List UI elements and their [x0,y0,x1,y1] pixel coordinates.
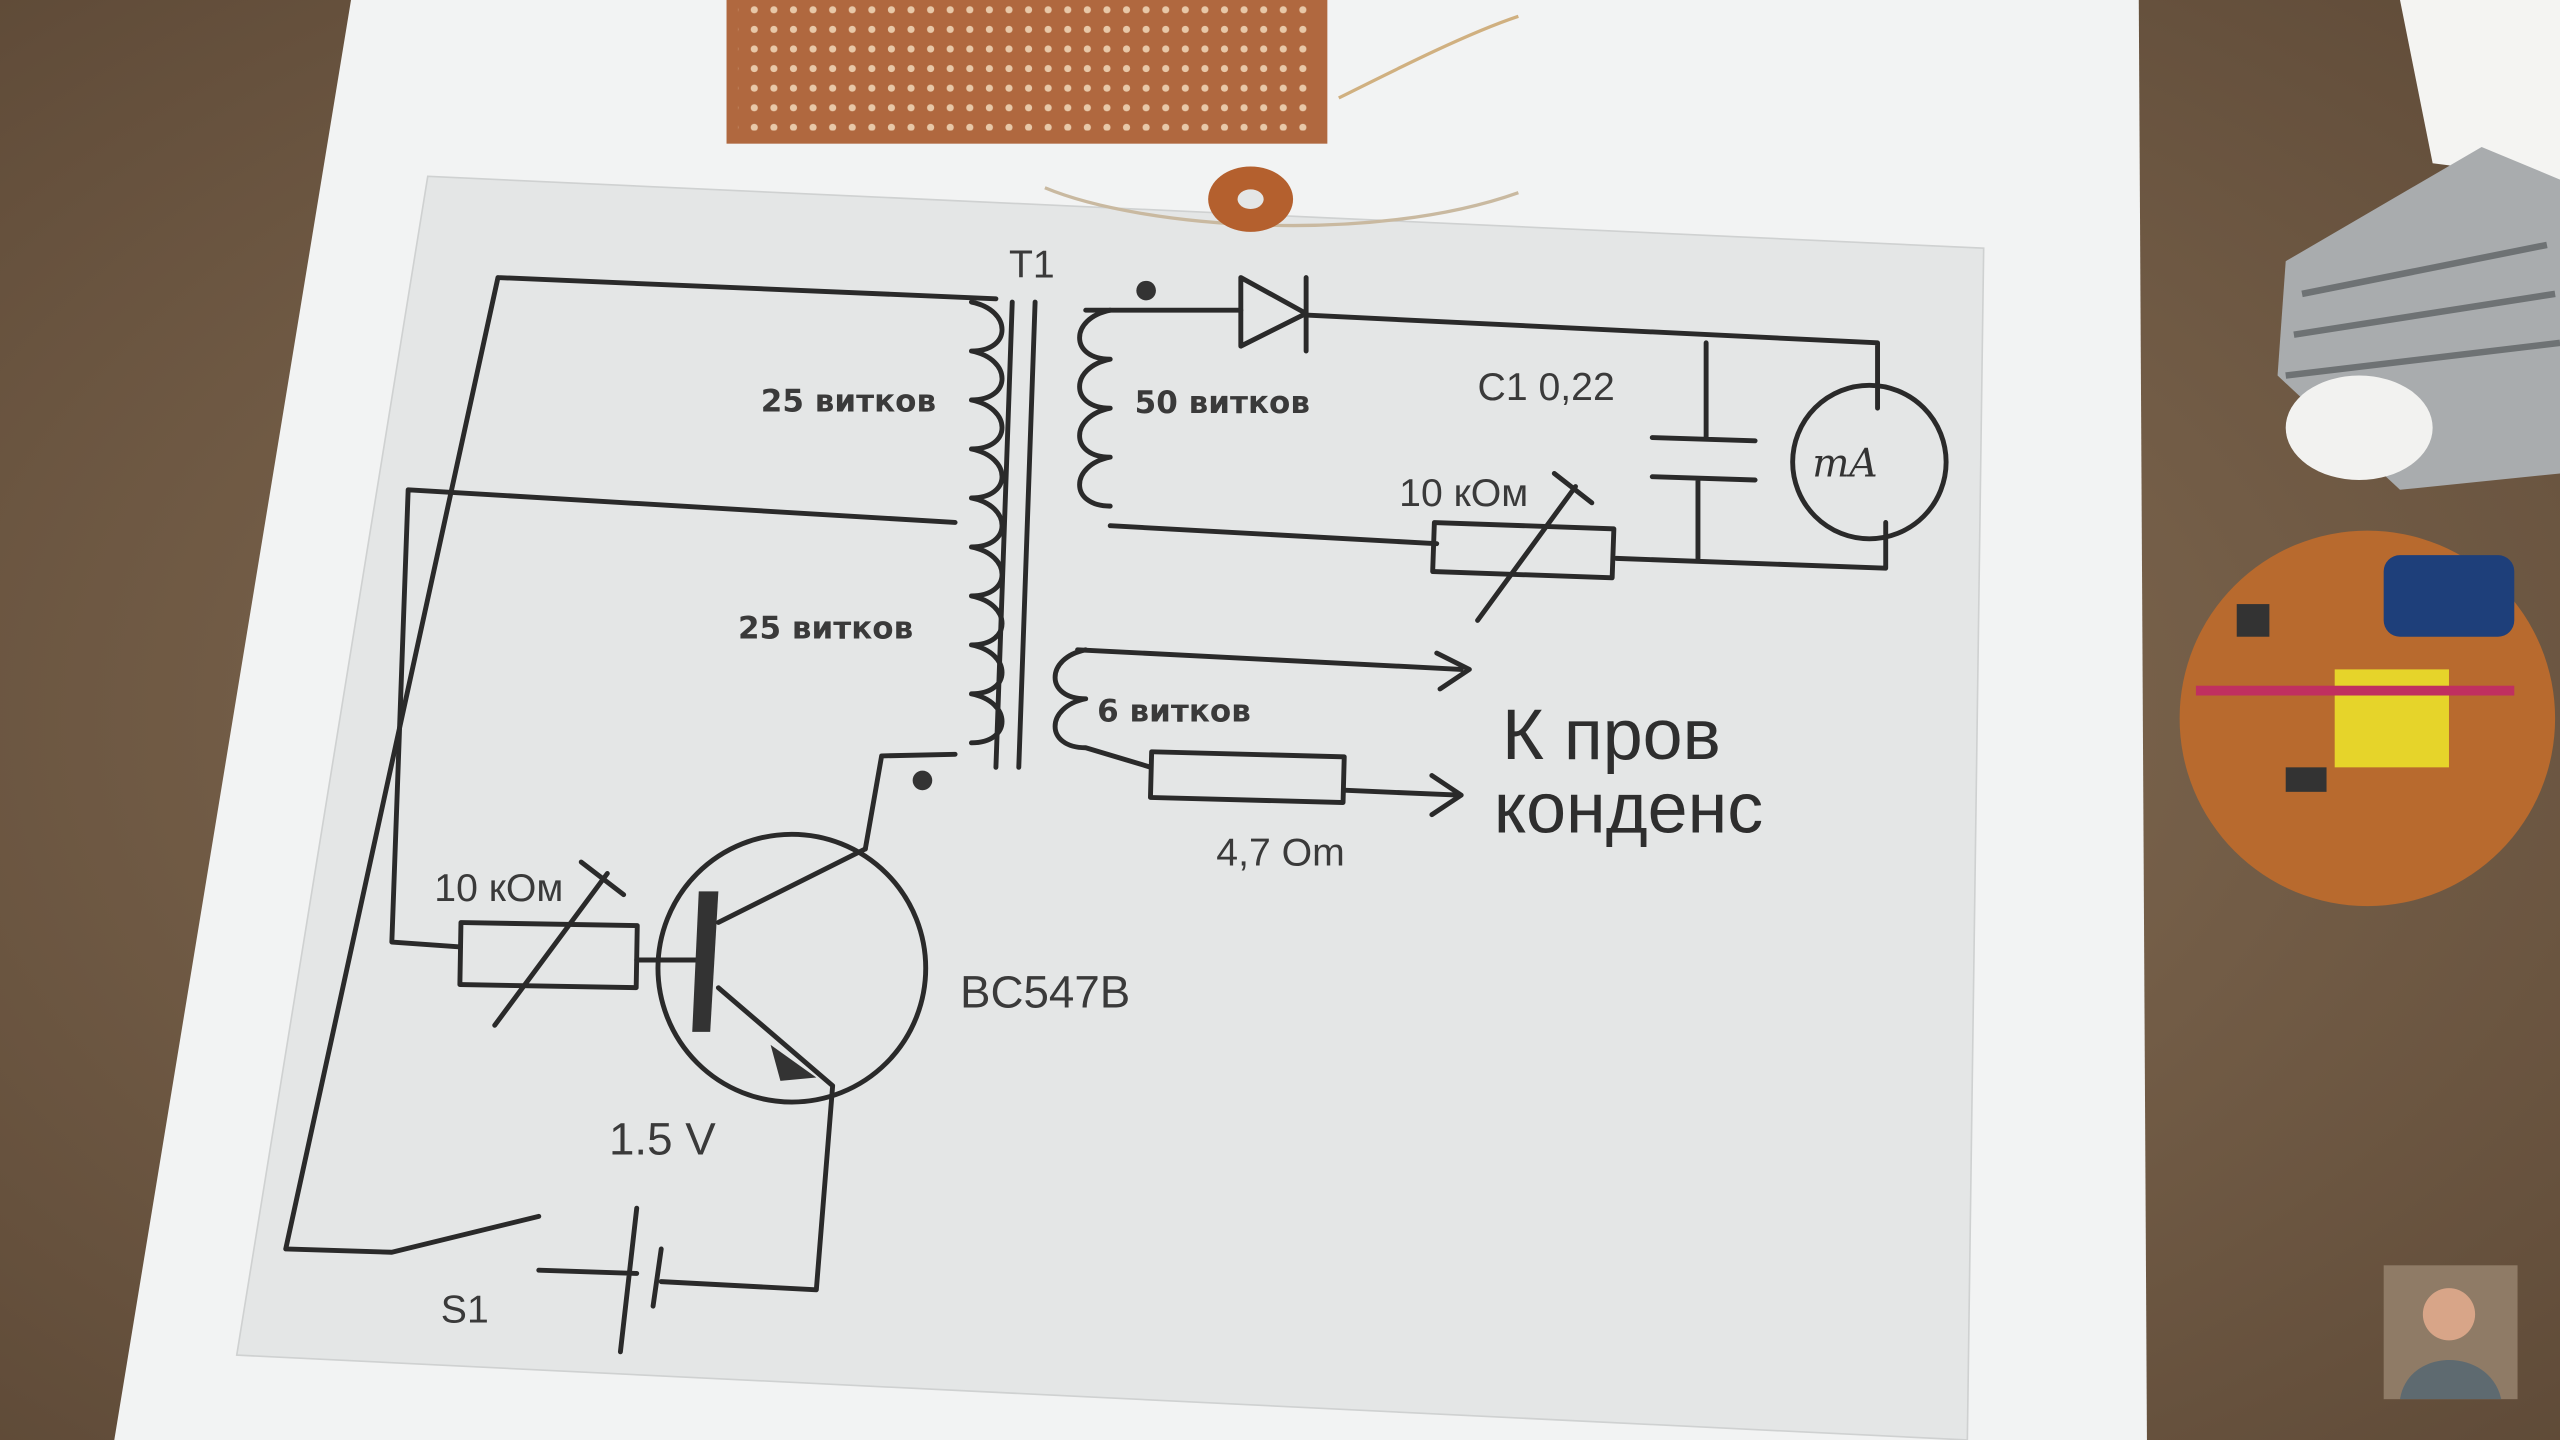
perfboard-holes [737,0,1316,131]
driver-board [2179,530,2556,907]
secondary-label: 50 витков [1135,385,1310,421]
pot-base-label: 10 кОм [434,867,563,910]
primary-upper-label: 25 витков [761,383,936,419]
feedback-winding-label: 6 витков [1097,694,1251,730]
transformer-label: T1 [1009,244,1055,287]
toroid-coil [1044,14,1519,232]
pot-top-label: 10 кОм [1399,472,1528,515]
battery-label: 1.5 V [609,1113,716,1164]
capacitor-label: C1 0,22 [1478,366,1615,409]
resistor-label: 4,7 Om [1216,831,1344,874]
lamp-base [2277,0,2560,490]
switch-label: S1 [441,1288,489,1331]
transistor-label: BC547B [960,966,1130,1017]
output-label-line1: К пров [1502,695,1721,775]
schematic-wires [283,275,1949,1355]
primary-lower-label: 25 витков [738,610,913,646]
presenter-thumbnail [2383,1265,2518,1400]
milliammeter-label: mA [1812,442,1877,487]
schematic-sheet [235,175,1985,1440]
output-label-line2: конденс [1494,769,1763,849]
